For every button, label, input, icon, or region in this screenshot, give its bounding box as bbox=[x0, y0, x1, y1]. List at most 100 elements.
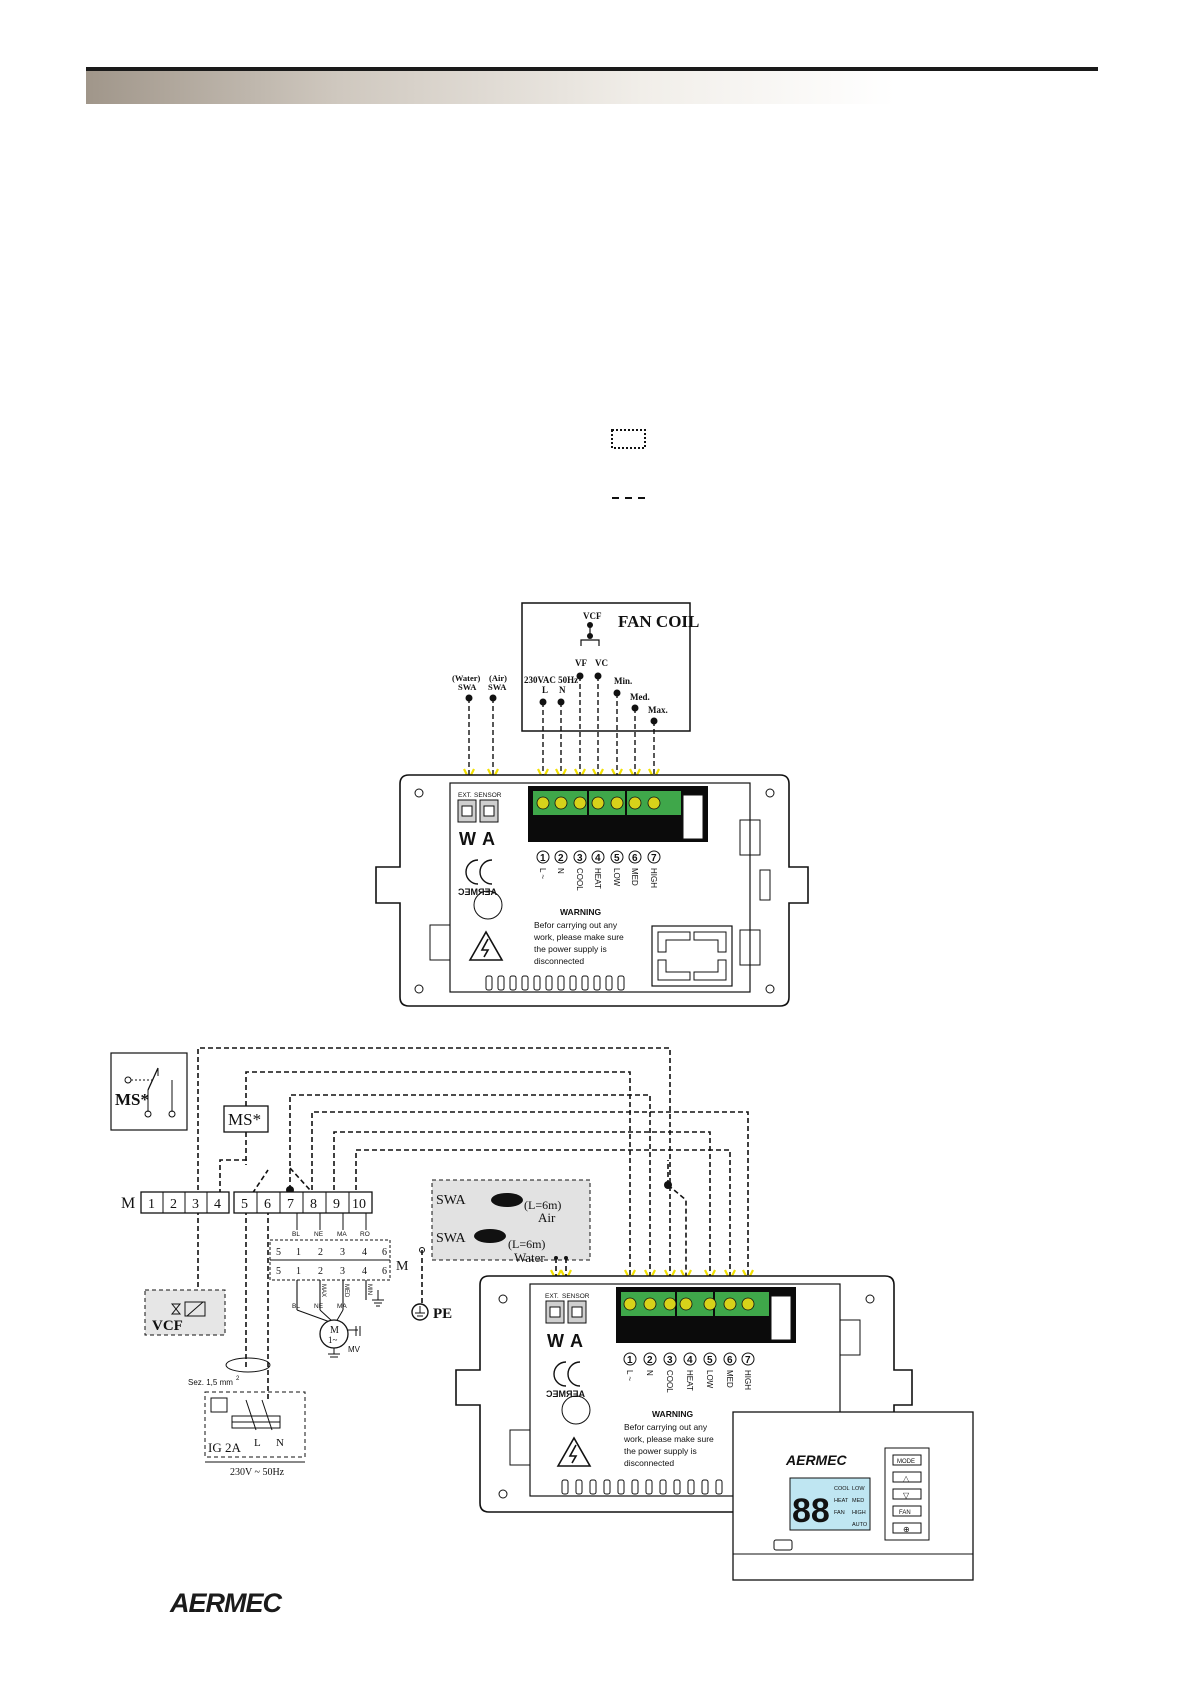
svg-text:COOL: COOL bbox=[665, 1370, 674, 1393]
svg-text:5: 5 bbox=[614, 853, 620, 864]
svg-text:5: 5 bbox=[707, 1355, 713, 1366]
svg-text:10: 10 bbox=[352, 1197, 366, 1212]
svg-text:(Air): (Air) bbox=[489, 673, 507, 683]
svg-text:VCF: VCF bbox=[152, 1318, 183, 1334]
svg-text:COOL: COOL bbox=[575, 868, 584, 891]
svg-text:A: A bbox=[570, 1331, 583, 1351]
svg-text:(Water): (Water) bbox=[452, 673, 480, 683]
svg-text:the power supply is: the power supply is bbox=[534, 944, 607, 954]
swa-top-labels: (Water) SWA (Air) SWA bbox=[452, 673, 507, 692]
svg-text:EXT.: EXT. bbox=[545, 1293, 559, 1300]
svg-text:8: 8 bbox=[310, 1197, 317, 1212]
display-panel: AERMEC 88 COOL HEAT FAN LOW MED HIGH AUT… bbox=[732, 1411, 974, 1581]
svg-text:HIGH: HIGH bbox=[743, 1370, 752, 1390]
svg-text:Befor carrying out any: Befor carrying out any bbox=[624, 1422, 708, 1432]
svg-text:3: 3 bbox=[192, 1197, 199, 1212]
svg-text:6: 6 bbox=[382, 1247, 387, 1258]
svg-text:the power supply is: the power supply is bbox=[624, 1446, 697, 1456]
svg-text:N: N bbox=[276, 1437, 284, 1449]
svg-text:5: 5 bbox=[241, 1197, 248, 1212]
svg-text:3: 3 bbox=[340, 1266, 345, 1277]
svg-text:▽: ▽ bbox=[903, 1491, 910, 1500]
svg-text:6: 6 bbox=[382, 1266, 387, 1277]
svg-text:LOW: LOW bbox=[612, 868, 621, 887]
terminal-labels-top: L ~ N COOL HEAT LOW MED HIGH bbox=[538, 868, 658, 891]
svg-text:MA: MA bbox=[337, 1231, 347, 1238]
svg-text:SWA: SWA bbox=[436, 1193, 466, 1208]
ms-box: MS* bbox=[223, 1105, 269, 1133]
vcf-label: VCF bbox=[583, 611, 602, 621]
svg-text:SWA: SWA bbox=[458, 682, 477, 692]
svg-text:△: △ bbox=[903, 1474, 910, 1483]
power-label: 230VAC 50Hz bbox=[524, 675, 578, 685]
terminal-labels-bottom: L ~ N COOL HEAT LOW MED HIGH bbox=[625, 1370, 752, 1393]
svg-text:1~: 1~ bbox=[328, 1335, 338, 1345]
svg-text:A: A bbox=[482, 829, 495, 849]
svg-text:disconnected: disconnected bbox=[534, 956, 584, 966]
n-label: N bbox=[559, 685, 566, 695]
panel-brand: AERMEC bbox=[785, 1452, 848, 1468]
terminal-numbers-top: 1 2 3 4 5 6 7 bbox=[536, 850, 661, 864]
svg-text:BL: BL bbox=[292, 1303, 300, 1310]
panel-digits: 88 bbox=[792, 1492, 830, 1530]
svg-text:3: 3 bbox=[577, 853, 583, 864]
svg-text:7: 7 bbox=[651, 853, 657, 864]
l-label: L bbox=[542, 685, 548, 695]
svg-text:HEAT: HEAT bbox=[685, 1370, 694, 1391]
vc-label: VC bbox=[595, 658, 608, 668]
svg-text:MODE: MODE bbox=[897, 1459, 915, 1465]
svg-text:5: 5 bbox=[276, 1266, 281, 1277]
svg-text:AERMEC: AERMEC bbox=[457, 887, 497, 897]
svg-text:Water: Water bbox=[514, 1250, 545, 1265]
schematic-wires bbox=[197, 1047, 749, 1400]
svg-text:5: 5 bbox=[276, 1247, 281, 1258]
svg-text:disconnected: disconnected bbox=[624, 1458, 674, 1468]
svg-text:work, please make sure: work, please make sure bbox=[533, 932, 624, 942]
svg-text:L ~: L ~ bbox=[625, 1370, 634, 1381]
thermostat-board-top: EXT. SENSOR W A 1 2 3 4 5 6 7 L ~ bbox=[375, 774, 809, 1007]
svg-text:Sez. 1,5 mm: Sez. 1,5 mm bbox=[188, 1378, 233, 1387]
terminal-block-m: M 1 2 3 4 5 6 7 8 9 10 bbox=[121, 1191, 373, 1214]
svg-text:FAN: FAN bbox=[834, 1510, 845, 1516]
svg-text:(L=6m): (L=6m) bbox=[508, 1237, 545, 1251]
med-label: Med. bbox=[630, 692, 650, 702]
svg-text:M: M bbox=[330, 1325, 339, 1336]
svg-text:BL: BL bbox=[292, 1231, 300, 1238]
svg-text:2: 2 bbox=[170, 1197, 177, 1212]
svg-text:7: 7 bbox=[287, 1197, 294, 1212]
svg-text:2: 2 bbox=[236, 1376, 240, 1382]
svg-text:AUTO: AUTO bbox=[852, 1522, 868, 1528]
header-gradient-band bbox=[86, 71, 1098, 104]
svg-text:IG 2A: IG 2A bbox=[208, 1440, 241, 1455]
svg-text:NE: NE bbox=[314, 1303, 324, 1310]
svg-text:2: 2 bbox=[318, 1247, 323, 1258]
svg-text:M: M bbox=[396, 1259, 409, 1274]
svg-text:7: 7 bbox=[745, 1355, 751, 1366]
svg-text:2: 2 bbox=[318, 1266, 323, 1277]
ms-switch-inset: MS* bbox=[110, 1052, 188, 1131]
bottom-wire-dots bbox=[554, 1256, 568, 1260]
fan-coil-title: FAN COIL bbox=[618, 612, 699, 631]
fan-coil-box: FAN COIL VCF VF VC 230VAC 50Hz L N Min. … bbox=[521, 602, 699, 732]
svg-text:HIGH: HIGH bbox=[852, 1510, 866, 1516]
svg-text:HEAT: HEAT bbox=[834, 1498, 849, 1504]
svg-text:Befor carrying out any: Befor carrying out any bbox=[534, 920, 618, 930]
svg-text:COOL: COOL bbox=[834, 1486, 850, 1492]
panel-buttons: MODE △ ▽ FAN ⊕ bbox=[892, 1454, 922, 1534]
svg-text:1: 1 bbox=[148, 1197, 155, 1212]
svg-text:HEAT: HEAT bbox=[593, 868, 602, 889]
svg-text:4: 4 bbox=[595, 853, 601, 864]
svg-text:HIGH: HIGH bbox=[649, 868, 658, 888]
panel-indicators: COOL HEAT FAN LOW MED HIGH AUTO bbox=[834, 1486, 868, 1528]
svg-text:(L=6m): (L=6m) bbox=[524, 1198, 561, 1212]
svg-text:MAX: MAX bbox=[320, 1284, 326, 1297]
header-bar bbox=[86, 67, 1098, 71]
svg-text:M: M bbox=[121, 1195, 135, 1212]
svg-text:230V ~ 50Hz: 230V ~ 50Hz bbox=[230, 1467, 285, 1478]
svg-text:WARNING: WARNING bbox=[652, 1409, 693, 1419]
svg-text:MED: MED bbox=[343, 1284, 349, 1298]
svg-text:Air: Air bbox=[538, 1210, 556, 1225]
svg-text:3: 3 bbox=[340, 1247, 345, 1258]
svg-text:SENSOR: SENSOR bbox=[562, 1293, 590, 1300]
